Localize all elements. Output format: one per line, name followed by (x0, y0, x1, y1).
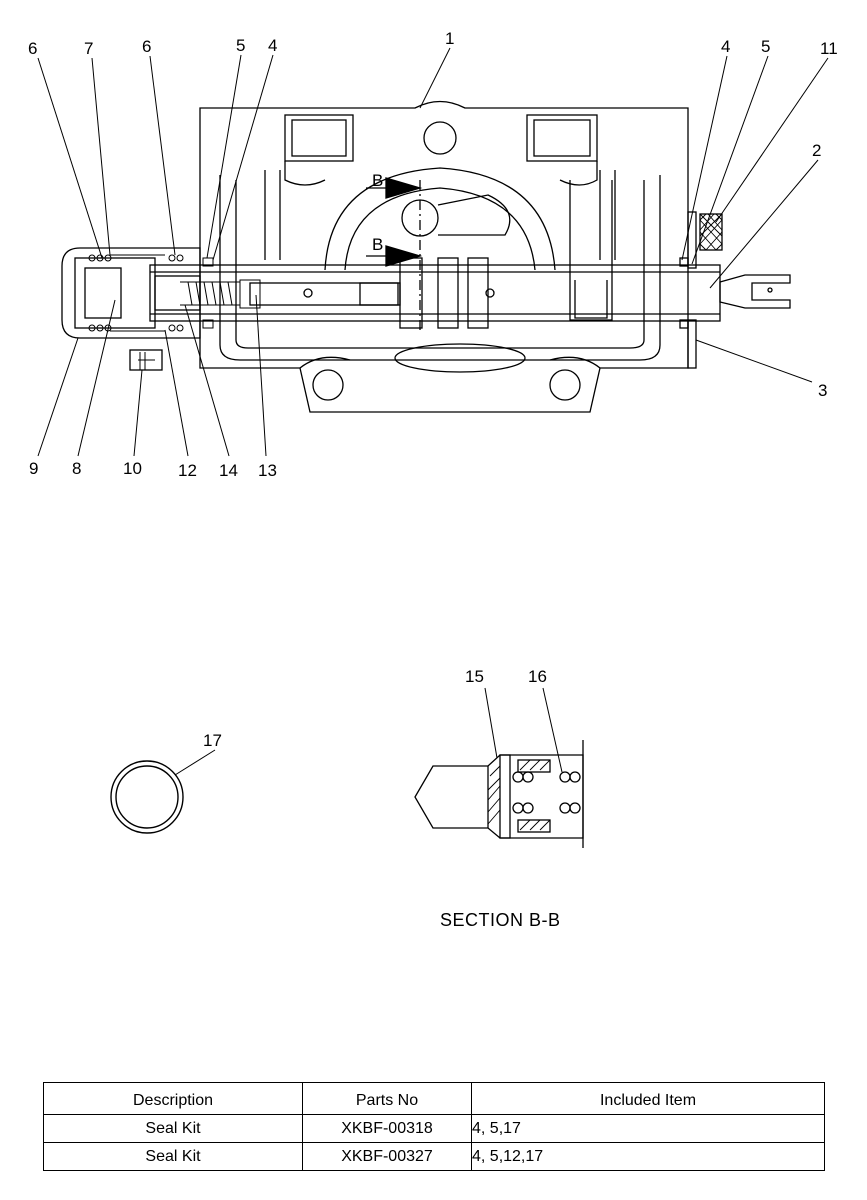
spring-cap (61, 247, 201, 371)
table-row: Seal Kit XKBF-00318 4, 5,17 (43, 1114, 825, 1143)
section-b-b-detail (414, 687, 584, 848)
spring (180, 279, 261, 309)
callout-10: 10 (123, 459, 142, 478)
header-parts-no: Parts No (302, 1082, 472, 1115)
section-arrow-upper: B (366, 171, 423, 199)
clevis (719, 274, 791, 309)
callout-4-left: 4 (268, 36, 277, 55)
wiper-seal (679, 211, 723, 369)
callout-12: 12 (178, 461, 197, 480)
callout-17: 17 (203, 731, 222, 750)
callout-2: 2 (812, 141, 821, 160)
valve-body (199, 100, 689, 413)
callout-3: 3 (818, 381, 827, 400)
o-ring-balls (88, 254, 214, 332)
callouts: 1 6 7 6 5 4 4 5 11 2 3 9 8 10 12 14 13 1… (28, 29, 838, 750)
section-arrow-lower: B (366, 235, 423, 267)
parts-table: Description Parts No Included Item Seal … (43, 1082, 825, 1171)
callout-7: 7 (84, 39, 93, 58)
row-2-parts-no: XKBF-00327 (302, 1142, 472, 1171)
row-2-description: Seal Kit (43, 1142, 303, 1171)
section-mark-lower: B (372, 235, 383, 254)
row-1-included-item: 4, 5,17 (471, 1114, 825, 1143)
callout-5-right: 5 (761, 37, 770, 56)
callout-9: 9 (29, 459, 38, 478)
row-2-included-item: 4, 5,12,17 (471, 1142, 825, 1171)
callout-6-left: 6 (28, 39, 37, 58)
o-ring-17 (110, 749, 216, 834)
row-1-description: Seal Kit (43, 1114, 303, 1143)
table-row: Seal Kit XKBF-00327 4, 5,12,17 (43, 1142, 825, 1171)
table-header-row: Description Parts No Included Item (43, 1082, 825, 1115)
callout-13: 13 (258, 461, 277, 480)
callout-6-mid: 6 (142, 37, 151, 56)
callout-15: 15 (465, 667, 484, 686)
callout-1: 1 (445, 29, 454, 48)
callout-14: 14 (219, 461, 238, 480)
section-title: SECTION B-B (440, 910, 561, 930)
callout-8: 8 (72, 459, 81, 478)
callout-11: 11 (820, 39, 838, 58)
header-description: Description (43, 1082, 303, 1115)
leader-lines (37, 47, 829, 457)
row-1-parts-no: XKBF-00318 (302, 1114, 472, 1143)
callout-4-right: 4 (721, 37, 730, 56)
section-mark-upper: B (372, 171, 383, 190)
header-included-item: Included Item (471, 1082, 825, 1115)
callout-16: 16 (528, 667, 547, 686)
callout-5-left: 5 (236, 36, 245, 55)
